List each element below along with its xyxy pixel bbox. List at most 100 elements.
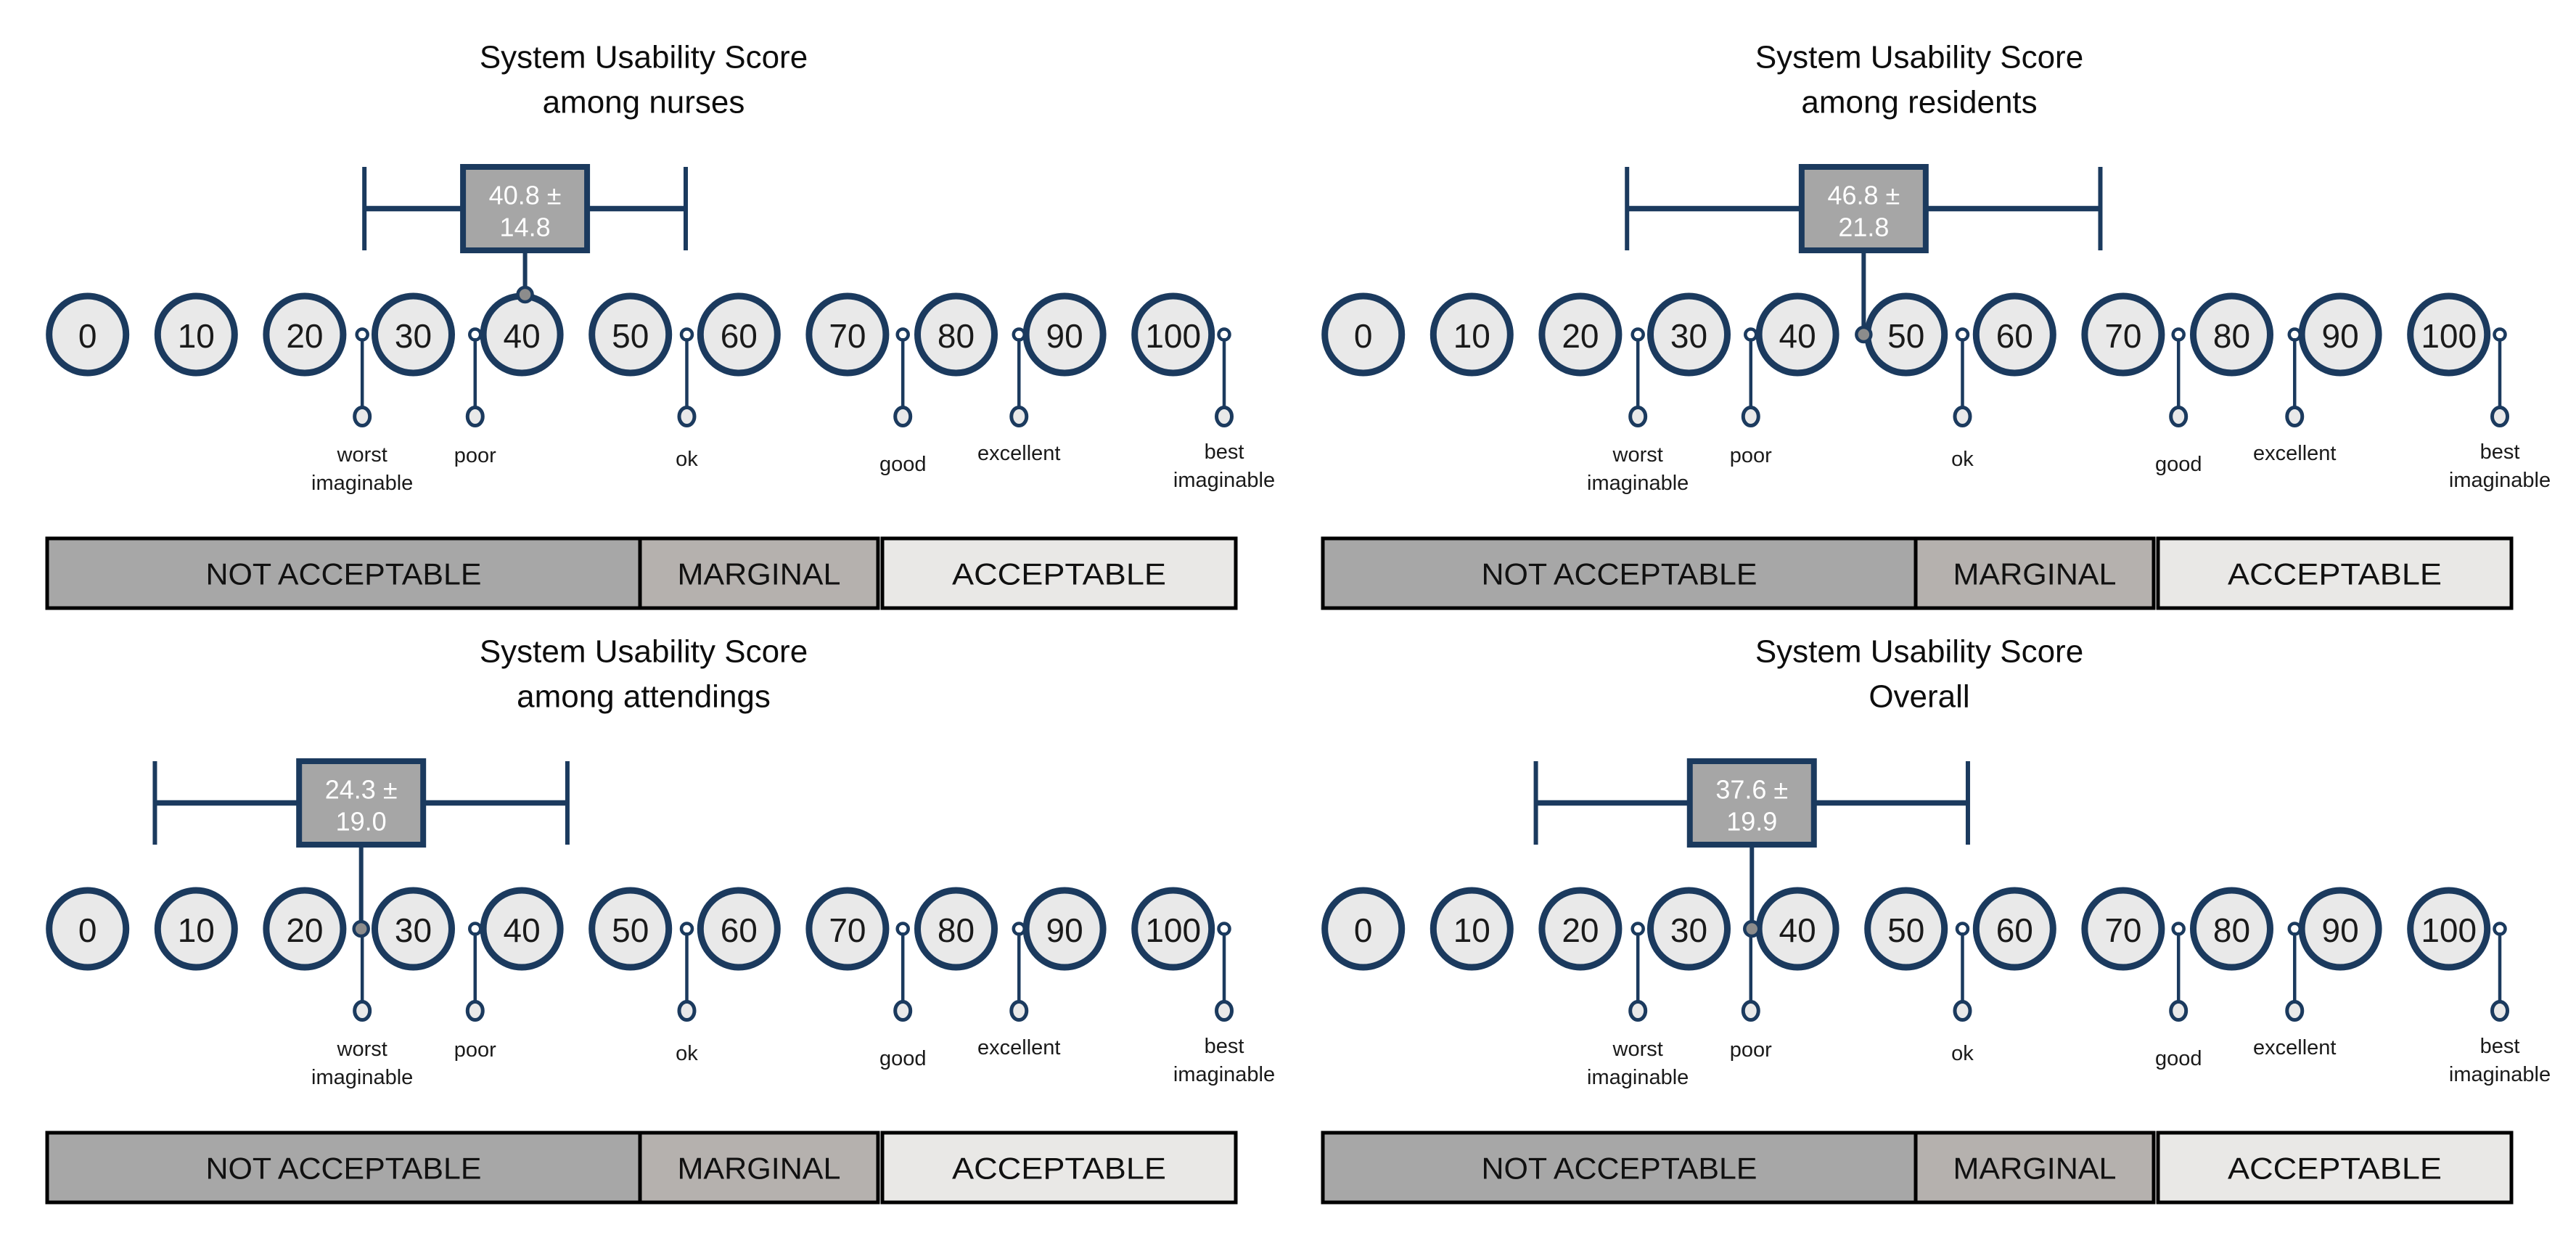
adjective-label: imaginable [2449,469,2551,492]
panel-title-line1: System Usability Score [480,40,808,75]
adjective-label: worst [337,443,387,467]
acceptability-segment-acceptable [880,536,1238,610]
scale-circle-label: 20 [1562,911,1599,949]
adjective-label: best [2480,1035,2520,1058]
panel-overall: System Usability ScoreOverallworstimagin… [1321,634,2551,1205]
adjective-label: imaginable [311,472,413,495]
panel-title-line1: System Usability Score [1755,40,2083,75]
adjective-label: imaginable [1587,1066,1689,1089]
panel-title-line2: among attendings [517,679,771,715]
scale-circle-label: 30 [395,317,432,355]
scale-circle [805,887,890,971]
adjective-label: ok [676,448,698,471]
adjective-marker-icon [677,1000,697,1022]
scale-circle-label: 30 [1670,317,1707,355]
scale-circle-label: 30 [395,911,432,949]
adjective-label: excellent [977,442,1060,465]
scale-circle-label: 50 [1887,911,1924,949]
adjective-marker-icon [893,406,913,427]
adjective-marker-icon [1741,406,1760,427]
scale-circle [2407,887,2491,971]
scale-circle [588,887,673,971]
scale-circle-label: 70 [829,911,866,949]
adjective-label: good [2155,1047,2202,1070]
scale-circle [154,887,238,971]
scale-circle-label: 20 [286,911,323,949]
acceptability-segment-not-acceptable [1321,1131,1918,1205]
adjective-marker-icon [465,1000,485,1022]
scale-circle [1538,887,1623,971]
mean-box-label-line1: 24.3 ± [325,775,398,805]
scale-circle [1647,887,1731,971]
scale-circle-label: 100 [2421,317,2477,355]
scale-circle-label: 90 [2322,317,2359,355]
adjective-label: excellent [2253,442,2336,465]
acceptability-segment-marginal [1913,536,2156,610]
acceptability-segment-marginal [638,1131,880,1205]
scale-circle [2298,292,2382,377]
scale-circle [1864,887,1948,971]
scale-circle [2081,887,2165,971]
mean-marker-icon [1743,919,1761,938]
adjective-marker-icon [2169,1000,2189,1022]
adjective-label: worst [1612,1038,1663,1061]
mean-box-label-line2: 19.0 [336,807,387,837]
scale-circle-label: 70 [2104,317,2141,355]
panel-title-line2: among nurses [543,85,745,120]
scale-circle-label: 50 [612,317,649,355]
scale-circle-label: 20 [1562,317,1599,355]
acceptability-label: MARGINAL [678,1152,841,1186]
adjective-marker-icon [465,406,485,427]
scale-circle [2190,887,2273,971]
scale-circle [2081,292,2165,377]
scale-circle [2298,887,2382,971]
acceptability-label: MARGINAL [1953,557,2117,591]
adjective-label: good [2155,453,2202,476]
adjective-marker-icon [353,406,372,427]
adjective-marker-icon [1628,1000,1648,1022]
scale-circle [1131,887,1215,971]
scale-circle-label: 60 [1996,911,2033,949]
mean-box-label-line2: 19.9 [1726,807,1777,837]
acceptability-segment-acceptable [2156,1131,2514,1205]
scale-circle-label: 0 [1354,911,1373,949]
scale-circle [1429,292,1514,377]
scale-circle [1321,887,1406,971]
acceptability-segment-not-acceptable [45,1131,642,1205]
scale-circle [372,292,455,377]
scale-circle-label: 50 [1887,317,1924,355]
scale-circle [697,887,781,971]
acceptability-label: ACCEPTABLE [2228,1152,2442,1186]
scale-circle-label: 0 [1354,317,1373,355]
adjective-label: imaginable [311,1066,413,1089]
scale-circle [480,887,564,971]
acceptability-label: ACCEPTABLE [952,557,1166,591]
adjective-marker-icon [1953,406,1972,427]
scale-circle-label: 0 [78,911,97,949]
mean-marker-icon [1855,325,1873,344]
adjective-marker-icon [893,1000,913,1022]
adjective-label: excellent [2253,1036,2336,1059]
scale-circle-label: 60 [721,317,758,355]
adjective-label: best [2480,440,2520,464]
adjective-label: imaginable [1173,1063,1275,1086]
acceptability-label: MARGINAL [1953,1152,2117,1186]
scale-circle-label: 80 [2213,911,2250,949]
adjective-marker-icon [2169,406,2189,427]
acceptability-segment-acceptable [2156,536,2514,610]
scale-circle-label: 50 [612,911,649,949]
scale-circle-label: 90 [1046,911,1083,949]
scale-circle [1972,292,2056,377]
scale-circle-label: 80 [938,911,975,949]
scale-circle-label: 40 [504,911,541,949]
adjective-marker-icon [1215,406,1234,427]
panel-nurses: System Usability Score among nurses worst i… [45,40,1275,610]
scale-circle-label: 10 [178,911,215,949]
adjective-marker-icon [353,1000,372,1022]
adjective-label: poor [454,444,496,467]
adjective-label: good [879,1047,927,1070]
adjective-label: poor [454,1038,496,1062]
mean-box-label-line1: 46.8 ± [1827,181,1900,210]
